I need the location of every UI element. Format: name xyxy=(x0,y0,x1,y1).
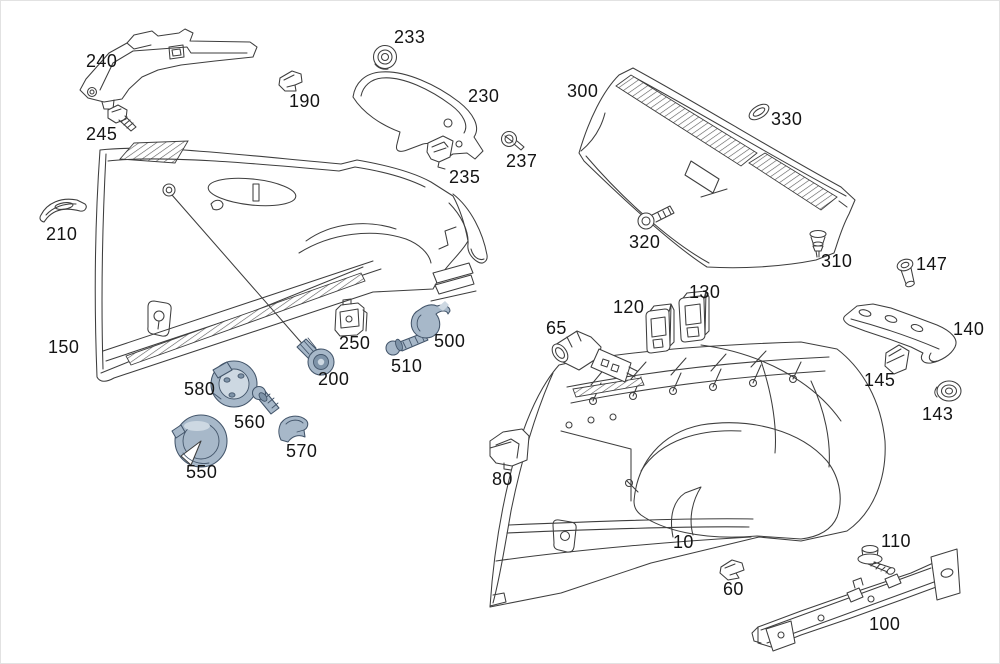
part-65-drawing[interactable] xyxy=(549,330,638,383)
part-320-drawing[interactable] xyxy=(637,205,675,230)
part-label-80[interactable]: 80 xyxy=(492,469,513,489)
part-label-10[interactable]: 10 xyxy=(673,532,694,552)
part-140-drawing[interactable] xyxy=(843,303,957,364)
part-210-drawing[interactable] xyxy=(39,198,87,223)
part-label-65[interactable]: 65 xyxy=(546,318,567,338)
part-label-320[interactable]: 320 xyxy=(629,232,661,252)
part-label-570[interactable]: 570 xyxy=(286,441,318,461)
part-570-drawing[interactable] xyxy=(278,415,309,443)
part-130-drawing[interactable] xyxy=(678,290,710,343)
part-label-140[interactable]: 140 xyxy=(953,319,985,339)
part-240-drawing[interactable] xyxy=(79,28,258,110)
part-label-147[interactable]: 147 xyxy=(916,254,948,274)
part-580-drawing[interactable] xyxy=(210,360,258,408)
part-label-145[interactable]: 145 xyxy=(864,370,896,390)
part-550-drawing[interactable] xyxy=(171,414,228,468)
part-label-560[interactable]: 560 xyxy=(234,412,266,432)
part-label-230[interactable]: 230 xyxy=(468,86,500,106)
part-label-245[interactable]: 245 xyxy=(86,124,118,144)
part-label-100[interactable]: 100 xyxy=(869,614,901,634)
part-label-130[interactable]: 130 xyxy=(689,282,721,302)
part-150-drawing[interactable] xyxy=(94,140,488,382)
part-120-drawing[interactable] xyxy=(645,303,675,354)
leader-line-200 xyxy=(171,194,307,349)
part-60-drawing[interactable] xyxy=(719,559,745,581)
part-510-drawing[interactable] xyxy=(385,332,429,356)
part-label-310[interactable]: 310 xyxy=(821,251,853,271)
part-label-510[interactable]: 510 xyxy=(391,356,423,376)
part-80-drawing[interactable] xyxy=(489,428,530,471)
part-label-150[interactable]: 150 xyxy=(48,337,80,357)
part-250-drawing[interactable] xyxy=(334,298,368,337)
part-label-330[interactable]: 330 xyxy=(771,109,803,129)
part-label-250[interactable]: 250 xyxy=(339,333,371,353)
part-110-drawing[interactable] xyxy=(857,544,896,576)
part-100-drawing[interactable] xyxy=(751,548,961,652)
part-label-500[interactable]: 500 xyxy=(434,331,466,351)
part-230-drawing[interactable] xyxy=(352,71,484,161)
part-200-drawing[interactable] xyxy=(296,337,335,376)
part-500-drawing[interactable] xyxy=(410,301,451,339)
part-245-drawing[interactable] xyxy=(107,104,137,132)
part-310-drawing[interactable] xyxy=(809,229,827,258)
part-237-drawing[interactable] xyxy=(500,130,525,151)
part-label-143[interactable]: 143 xyxy=(922,404,954,424)
part-label-233[interactable]: 233 xyxy=(394,27,426,47)
part-label-300[interactable]: 300 xyxy=(567,81,599,101)
part-235-drawing[interactable] xyxy=(426,135,454,170)
part-label-240[interactable]: 240 xyxy=(86,51,118,71)
part-label-190[interactable]: 190 xyxy=(289,91,321,111)
part-190-drawing[interactable] xyxy=(278,70,303,92)
part-label-550[interactable]: 550 xyxy=(186,462,218,482)
part-label-120[interactable]: 120 xyxy=(613,297,645,317)
part-label-200[interactable]: 200 xyxy=(318,369,350,389)
part-147-drawing[interactable] xyxy=(896,257,915,288)
part-330-drawing[interactable] xyxy=(746,101,771,123)
part-560-drawing[interactable] xyxy=(251,385,280,415)
part-label-237[interactable]: 237 xyxy=(506,151,538,171)
part-233-drawing[interactable] xyxy=(372,44,398,70)
part-label-110[interactable]: 110 xyxy=(881,531,911,551)
part-10-drawing[interactable] xyxy=(489,341,886,608)
part-label-580[interactable]: 580 xyxy=(184,379,216,399)
part-label-235[interactable]: 235 xyxy=(449,167,481,187)
part-143-drawing[interactable] xyxy=(934,380,962,402)
part-label-210[interactable]: 210 xyxy=(46,224,78,244)
part-label-60[interactable]: 60 xyxy=(723,579,744,599)
part-145-drawing[interactable] xyxy=(884,344,910,375)
